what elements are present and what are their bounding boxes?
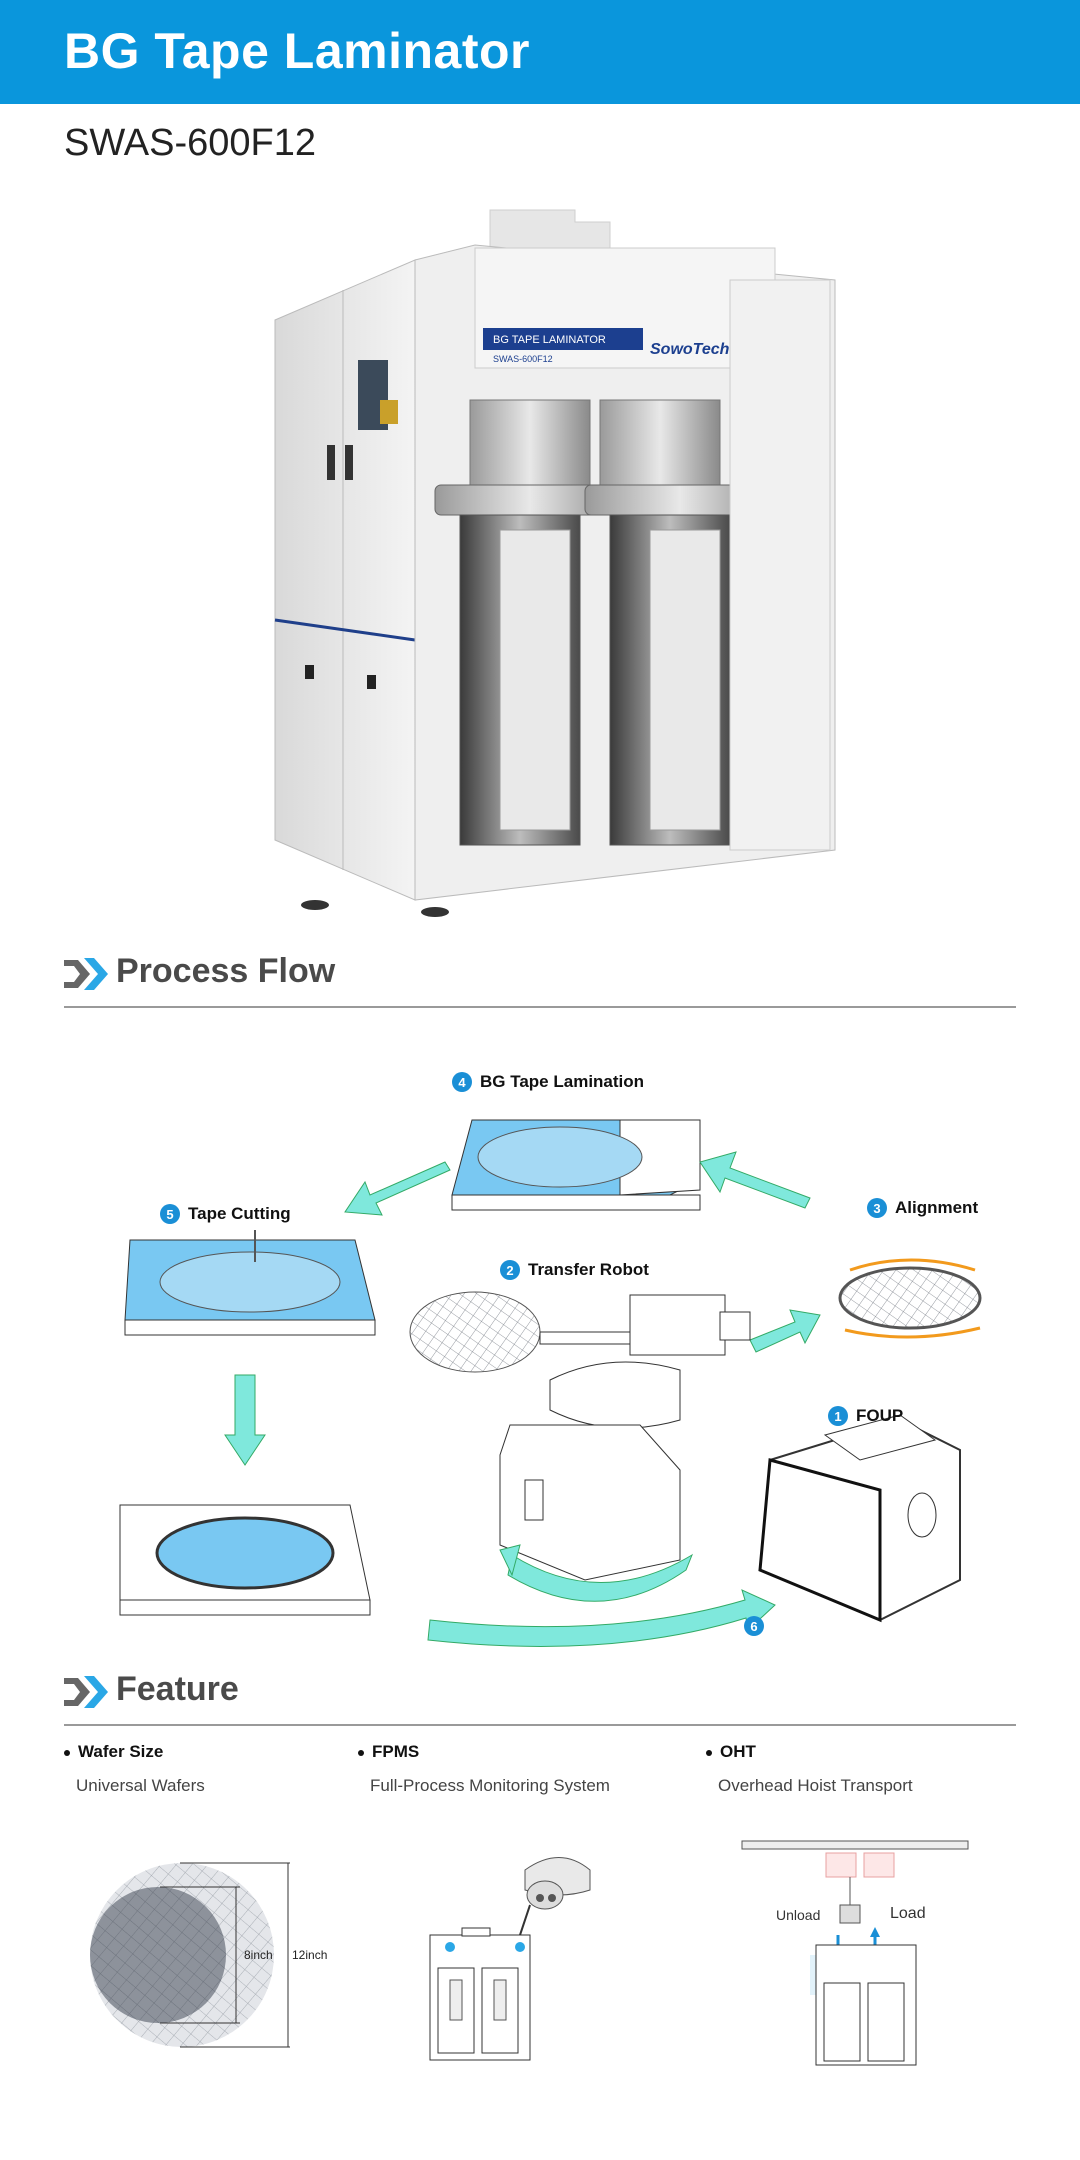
feature-title: Wafer Size — [64, 1742, 205, 1762]
step-2-text: Transfer Robot — [528, 1260, 649, 1279]
section-title-text: Feature — [116, 1670, 239, 1708]
wafer-8inch-label: 8inch — [244, 1948, 273, 1962]
feature-desc: Overhead Hoist Transport — [718, 1776, 913, 1795]
machine-illustration: BG TAPE LAMINATOR SWAS-600F12 SowoTech — [274, 209, 836, 917]
process-flow-graphic — [119, 1119, 982, 1647]
feature-title: FPMS — [358, 1742, 610, 1762]
step-4-number: 4 — [452, 1072, 472, 1092]
step-5-number: 5 — [160, 1204, 180, 1224]
step-5-text: Tape Cutting — [188, 1204, 291, 1223]
step-3-number: 3 — [867, 1198, 887, 1218]
feature-desc: Full-Process Monitoring System — [370, 1776, 610, 1795]
step-1-number: 1 — [828, 1406, 848, 1426]
page-header: BG Tape Laminator — [0, 0, 1080, 104]
feature-oht: OHT Overhead Hoist Transport — [706, 1742, 913, 1796]
step-4-label: 4 BG Tape Lamination — [452, 1072, 644, 1092]
chevron-right-icon — [64, 958, 108, 990]
step-1-text: FOUP — [856, 1406, 904, 1425]
svg-text:SWAS-600F12: SWAS-600F12 — [493, 354, 553, 364]
step-6-label: 6 — [744, 1616, 764, 1636]
step-4-text: BG Tape Lamination — [480, 1072, 645, 1091]
step-6-number: 6 — [744, 1616, 764, 1636]
fpms-diagram — [429, 1857, 591, 2061]
process-flow-diagram: 4 BG Tape Lamination 5 Tape Cutting 3 Al… — [80, 1040, 1020, 1660]
page-title: BG Tape Laminator — [64, 23, 530, 79]
camera-icon — [524, 1857, 591, 1910]
step-2-number: 2 — [500, 1260, 520, 1280]
oht-diagram: Unload Load — [741, 1840, 969, 2066]
step-3-label: 3 Alignment — [867, 1198, 978, 1218]
wafer-size-diagram: 8inch 12inch — [90, 1862, 327, 2048]
svg-text:BG TAPE LAMINATOR: BG TAPE LAMINATOR — [493, 334, 606, 346]
process-flow-section-title: Process Flow — [64, 948, 1016, 1008]
wafer-12inch-label: 12inch — [292, 1948, 327, 1962]
step-1-label: 1 FOUP — [828, 1406, 903, 1426]
feature-fpms: FPMS Full-Process Monitoring System — [358, 1742, 610, 1796]
step-2-label: 2 Transfer Robot — [500, 1260, 649, 1280]
feature-desc: Universal Wafers — [76, 1776, 205, 1795]
feature-title: OHT — [706, 1742, 913, 1762]
oht-unload-label: Unload — [776, 1907, 820, 1923]
feature-wafer-size: Wafer Size Universal Wafers — [64, 1742, 205, 1796]
svg-text:SowoTech: SowoTech — [650, 341, 730, 358]
chevron-right-icon — [64, 1676, 108, 1708]
step-5-label: 5 Tape Cutting — [160, 1204, 291, 1224]
model-number: SWAS-600F12 — [64, 122, 317, 164]
feature-section-title: Feature — [64, 1666, 1016, 1726]
oht-load-label: Load — [890, 1905, 926, 1922]
step-3-text: Alignment — [895, 1198, 979, 1217]
section-title-text: Process Flow — [116, 952, 336, 990]
